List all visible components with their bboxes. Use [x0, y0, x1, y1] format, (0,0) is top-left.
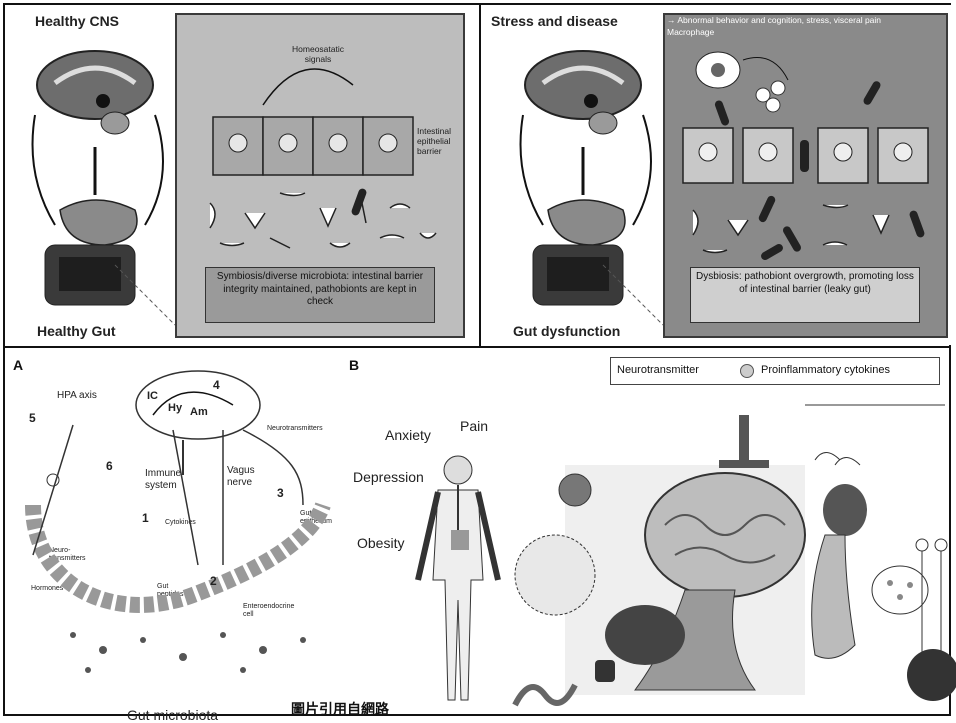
legend-cytokines: Proinflammatory cytokines: [761, 364, 890, 376]
dysbiosis-microbiota: [673, 190, 943, 270]
brain-gut-illustration: [15, 35, 185, 335]
brain-gut-illustration-disease: [503, 35, 673, 335]
brain-am-label: Am: [190, 406, 208, 419]
abnormal-behavior-note: → Abnormal behavior and cognition, stres…: [667, 16, 947, 26]
vertical-divider: [479, 5, 481, 346]
diverse-microbiota: [190, 183, 460, 273]
human-body-figure: [413, 450, 503, 710]
panel-disease: Stress and disease Gut dysfunction → Abn…: [483, 5, 951, 345]
gut-microbiota-label: Gut microbiota: [127, 707, 218, 723]
horizontal-divider: [5, 346, 951, 348]
disease-caption: Dysbiosis: pathobiont overgrowth, promot…: [690, 267, 920, 323]
brain-ic-label: IC: [147, 390, 158, 403]
panel-a-gut-diagram: [13, 435, 353, 675]
neurotransmitters-top-label: Neurotransmitters: [267, 425, 323, 433]
brain-hy-label: Hy: [168, 402, 182, 415]
panel-b-letter: B: [349, 357, 359, 373]
panel-a-brain: [123, 365, 273, 445]
hpa-axis-label: HPA axis: [57, 390, 97, 402]
legend-neurotransmitter: Neurotransmitter: [617, 364, 699, 376]
stress-disease-title: Stress and disease: [491, 13, 618, 29]
pain-label: Pain: [460, 418, 488, 434]
panel-healthy: Healthy CNS Healthy Gut Homeosatatic sig…: [5, 5, 475, 345]
legend-box: Neurotransmitter Proinflammatory cytokin…: [610, 357, 940, 385]
obesity-label: Obesity: [357, 535, 404, 551]
footer-credit: 圖片引用自網路: [291, 699, 389, 719]
anxiety-label: Anxiety: [385, 427, 431, 443]
macrophage-label: Macrophage: [667, 28, 714, 38]
marker-5: 5: [29, 412, 36, 426]
healthy-epithelium: [183, 35, 463, 185]
marker-1: 1: [142, 512, 149, 526]
marker-2: 2: [210, 575, 217, 589]
healthy-caption: Symbiosis/diverse microbiota: intestinal…: [205, 267, 435, 323]
marker-6: 6: [106, 460, 113, 474]
healthy-cns-title: Healthy CNS: [35, 13, 119, 29]
microbe-monsters-illustration: [505, 405, 945, 715]
cytokine-legend-icon: [740, 364, 754, 378]
marker-3: 3: [277, 487, 284, 501]
marker-4: 4: [213, 379, 220, 393]
panel-a-letter: A: [13, 357, 23, 373]
figure-frame: Healthy CNS Healthy Gut Homeosatatic sig…: [3, 3, 951, 716]
